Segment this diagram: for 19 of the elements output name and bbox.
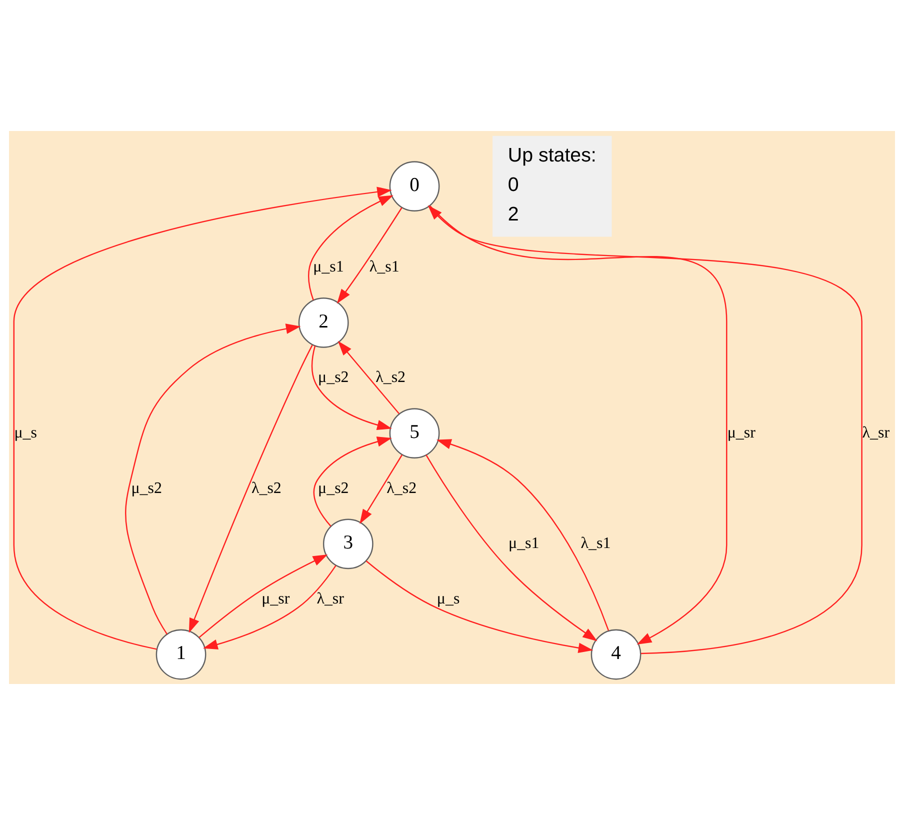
label: Up states: <box>507 144 596 166</box>
edge-label: μ_sr <box>726 424 755 441</box>
edge-label: μ_s2 <box>318 368 348 386</box>
edge-label: μ_sr <box>261 590 290 607</box>
edge-label: μ_s1 <box>508 534 539 552</box>
edge-label: λ_s2 <box>250 479 281 496</box>
edge-label: λ_sr <box>862 424 890 441</box>
edge-label: μ_s2 <box>318 479 348 496</box>
edge-label: λ_s1 <box>368 258 399 276</box>
edge-label: λ_sr <box>316 590 344 607</box>
edge-label: μ_s <box>14 424 36 441</box>
label: 2 <box>507 202 518 225</box>
label: 0 <box>507 173 518 196</box>
edge-label: μ_s2 <box>130 479 162 496</box>
edge-label: μ_s <box>436 590 460 607</box>
edge-label: λ_s1 <box>580 534 610 552</box>
edge-label: λ_s2 <box>386 479 416 496</box>
edge-label: λ_s2 <box>375 368 406 386</box>
edge-label: μ_s1 <box>312 258 344 276</box>
